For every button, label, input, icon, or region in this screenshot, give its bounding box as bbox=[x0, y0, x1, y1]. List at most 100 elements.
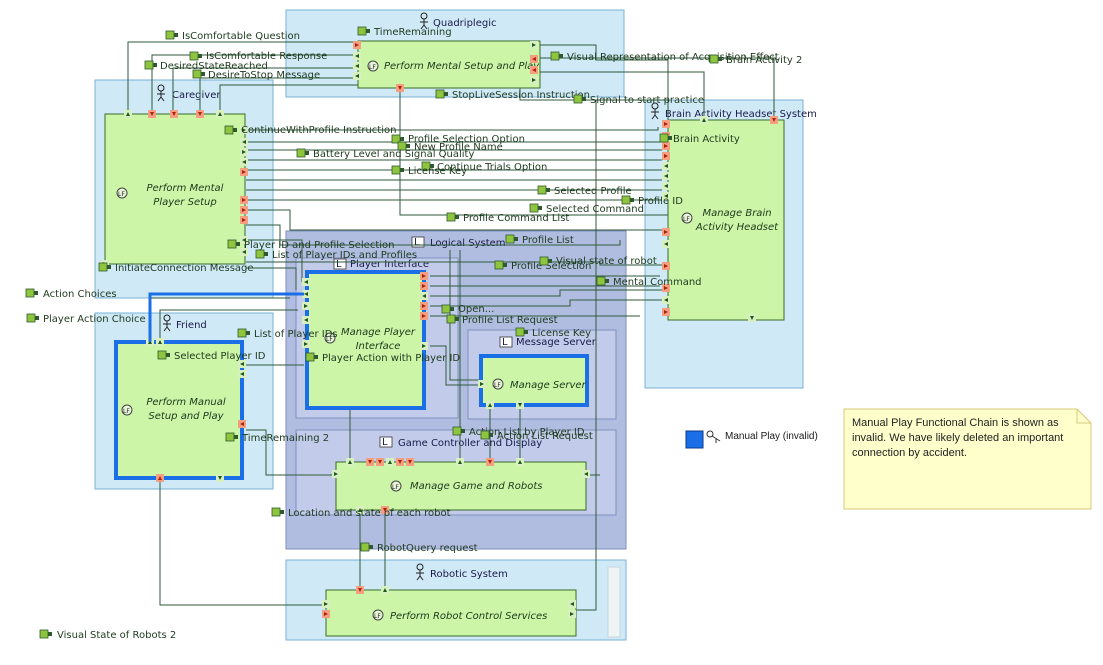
exchange-label: DesiredStateReached bbox=[144, 60, 268, 72]
exchange-label: IsComfortable Response bbox=[189, 51, 327, 62]
exchange-label: Visual state of robot bbox=[539, 256, 657, 267]
svg-text:Visual state of robot: Visual state of robot bbox=[556, 256, 657, 267]
svg-text:Profile Selection: Profile Selection bbox=[511, 261, 591, 272]
function-manage-brain-activity-headset[interactable]: LF Manage Brain Activity Headset bbox=[667, 119, 785, 321]
svg-text:License Key: License Key bbox=[532, 328, 591, 339]
component-label: Logical System bbox=[430, 238, 506, 249]
exchange-label: Brain Activity 2 bbox=[709, 54, 802, 66]
functional-chain-highlight bbox=[148, 292, 304, 342]
svg-text:Profile List Request: Profile List Request bbox=[462, 315, 558, 326]
component-label: Brain Activity Headset System bbox=[665, 109, 817, 120]
exchange-label: RobotQuery request bbox=[360, 542, 478, 554]
exchange-label: TimeRemaining 2 bbox=[225, 432, 329, 444]
svg-text:New Profile Name: New Profile Name bbox=[414, 142, 503, 153]
function-manage-game-and-robots[interactable]: LF Manage Game and Robots bbox=[335, 461, 587, 511]
svg-text:RobotQuery request: RobotQuery request bbox=[377, 543, 478, 554]
exchange-label: Visual Representation of Acquisition Eff… bbox=[550, 51, 779, 63]
svg-text:Profile Command List: Profile Command List bbox=[463, 213, 569, 224]
component-label: Game Controller and Display bbox=[398, 438, 542, 449]
svg-text:Action List Request: Action List Request bbox=[497, 431, 593, 442]
svg-text:Action List by Player ID: Action List by Player ID bbox=[469, 427, 585, 438]
exchange-label: Profile Command List bbox=[446, 212, 569, 224]
exchange-label: Player Action Choice bbox=[26, 313, 146, 325]
svg-text:List of Player IDs and Profile: List of Player IDs and Profiles bbox=[272, 250, 417, 261]
exchange-label: Signal to start practice bbox=[573, 94, 704, 106]
function-label: Manage Player Interface bbox=[340, 327, 416, 352]
legend-label: Manual Play (invalid) bbox=[725, 431, 818, 442]
function-label: Manage Game and Robots bbox=[410, 481, 543, 492]
svg-text:LF: LF bbox=[369, 64, 376, 71]
exchange-label: Profile Selection Option bbox=[391, 134, 525, 145]
svg-text:Signal to start practice: Signal to start practice bbox=[590, 95, 704, 106]
svg-text:LF: LF bbox=[392, 484, 399, 491]
component-label: Friend bbox=[176, 320, 207, 331]
exchange-label: Continue Trials Option bbox=[421, 161, 547, 173]
function-label: Manage Server bbox=[510, 380, 587, 391]
exchange-labels: IsComfortable Question TimeRemaining IsC… bbox=[25, 26, 802, 641]
svg-text:LF: LF bbox=[326, 336, 333, 343]
function-label: Perform Robot Control Services bbox=[390, 611, 547, 622]
svg-text:Battery Level and Signal Quali: Battery Level and Signal Quality bbox=[313, 149, 474, 160]
svg-text:L: L bbox=[414, 237, 420, 248]
exchange-label: Action List by Player ID bbox=[452, 426, 585, 438]
svg-text:Selected Command: Selected Command bbox=[546, 204, 644, 215]
function-perform-manual-setup-and-play[interactable]: LF Perform Manual Setup and Play bbox=[114, 340, 244, 480]
legend-functional-chain[interactable] bbox=[685, 430, 721, 449]
exchange-label: New Profile Name bbox=[397, 141, 503, 153]
exchange-label: License Key bbox=[391, 165, 467, 177]
svg-text:Mental Command: Mental Command bbox=[613, 277, 702, 288]
exchange-label: Profile ID bbox=[621, 195, 683, 207]
component-label: Caregiver bbox=[172, 90, 221, 101]
function-perform-mental-setup-and-play[interactable]: LF Perform Mental Setup and Play bbox=[357, 40, 541, 89]
exchange-label: Battery Level and Signal Quality bbox=[296, 148, 474, 160]
component-label: Player Interface bbox=[350, 259, 429, 270]
exchange-label: List of Player IDs and Profiles bbox=[255, 249, 417, 261]
svg-text:L: L bbox=[502, 337, 508, 348]
note-text: Manual Play Functional Chain is shown as… bbox=[852, 417, 1064, 459]
exchange-label: License Key bbox=[515, 327, 591, 339]
svg-text:TimeRemaining 2: TimeRemaining 2 bbox=[241, 433, 329, 444]
exchange-label: Player Action with Player ID bbox=[305, 352, 460, 364]
exchange-label: InitiateConnection Message bbox=[98, 262, 254, 274]
svg-text:Visual State of Robots 2: Visual State of Robots 2 bbox=[57, 630, 176, 641]
svg-text:LF: LF bbox=[683, 216, 690, 223]
legend-swatch bbox=[685, 430, 704, 449]
exchange-label: Profile List bbox=[505, 234, 574, 246]
function-manage-server[interactable]: LF Manage Server bbox=[479, 354, 589, 407]
exchange-label: Player ID and Profile Selection bbox=[227, 239, 394, 251]
svg-text:Brain Activity: Brain Activity bbox=[673, 134, 740, 145]
function-label: Perform Mental Setup and Play bbox=[384, 61, 540, 72]
note-box[interactable] bbox=[843, 408, 1092, 510]
svg-text:IsComfortable Question: IsComfortable Question bbox=[182, 31, 300, 42]
svg-text:LF: LF bbox=[123, 408, 130, 415]
svg-text:Profile ID: Profile ID bbox=[638, 196, 683, 207]
function-label: Perform Mental Player Setup bbox=[146, 183, 224, 208]
function-perform-mental-player-setup[interactable]: LF Perform Mental Player Setup bbox=[104, 113, 246, 265]
svg-text:L: L bbox=[336, 259, 342, 270]
function-manage-player-interface[interactable]: LF Manage Player Interface bbox=[305, 270, 426, 410]
actor-icon bbox=[157, 12, 659, 581]
exchange-label: Open... bbox=[441, 304, 494, 315]
svg-text:InitiateConnection Message: InitiateConnection Message bbox=[115, 263, 254, 274]
exchange-label: Profile List Request bbox=[446, 314, 558, 326]
component-label: Message Server bbox=[516, 337, 597, 348]
exchange-label: Selected Profile bbox=[537, 185, 632, 197]
svg-text:Profile Selection Option: Profile Selection Option bbox=[408, 134, 525, 145]
function-ports bbox=[101, 41, 778, 618]
svg-text:DesireToStop Message: DesireToStop Message bbox=[208, 70, 320, 81]
exchange-label: List of Player IDs bbox=[237, 328, 338, 340]
exchange-label: Brain Activity bbox=[659, 133, 740, 145]
svg-text:Player Action with Player ID: Player Action with Player ID bbox=[322, 353, 460, 364]
exchange-label: Location and state of each robot bbox=[271, 507, 451, 519]
svg-text:L: L bbox=[382, 437, 388, 448]
exchange-label: StopLiveSession Instruction bbox=[435, 89, 590, 101]
svg-text:ContinueWithProfile Instructio: ContinueWithProfile Instruction bbox=[241, 125, 396, 136]
svg-text:Action Choices: Action Choices bbox=[43, 289, 117, 300]
exchange-label: TimeRemaining bbox=[357, 26, 452, 38]
svg-text:Visual Representation of Acqui: Visual Representation of Acquisition Eff… bbox=[567, 52, 779, 63]
svg-text:IsComfortable Response: IsComfortable Response bbox=[206, 51, 327, 62]
exchange-label: Action Choices bbox=[25, 288, 117, 300]
function-perform-robot-control-services[interactable]: LF Perform Robot Control Services bbox=[325, 589, 577, 637]
exchange-wires bbox=[127, 41, 775, 635]
